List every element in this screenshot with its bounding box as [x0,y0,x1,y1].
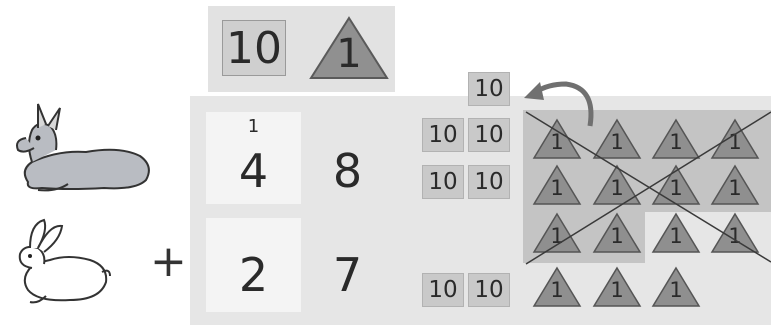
carry-arrow [536,84,591,126]
carry-arrow-head [524,82,544,100]
